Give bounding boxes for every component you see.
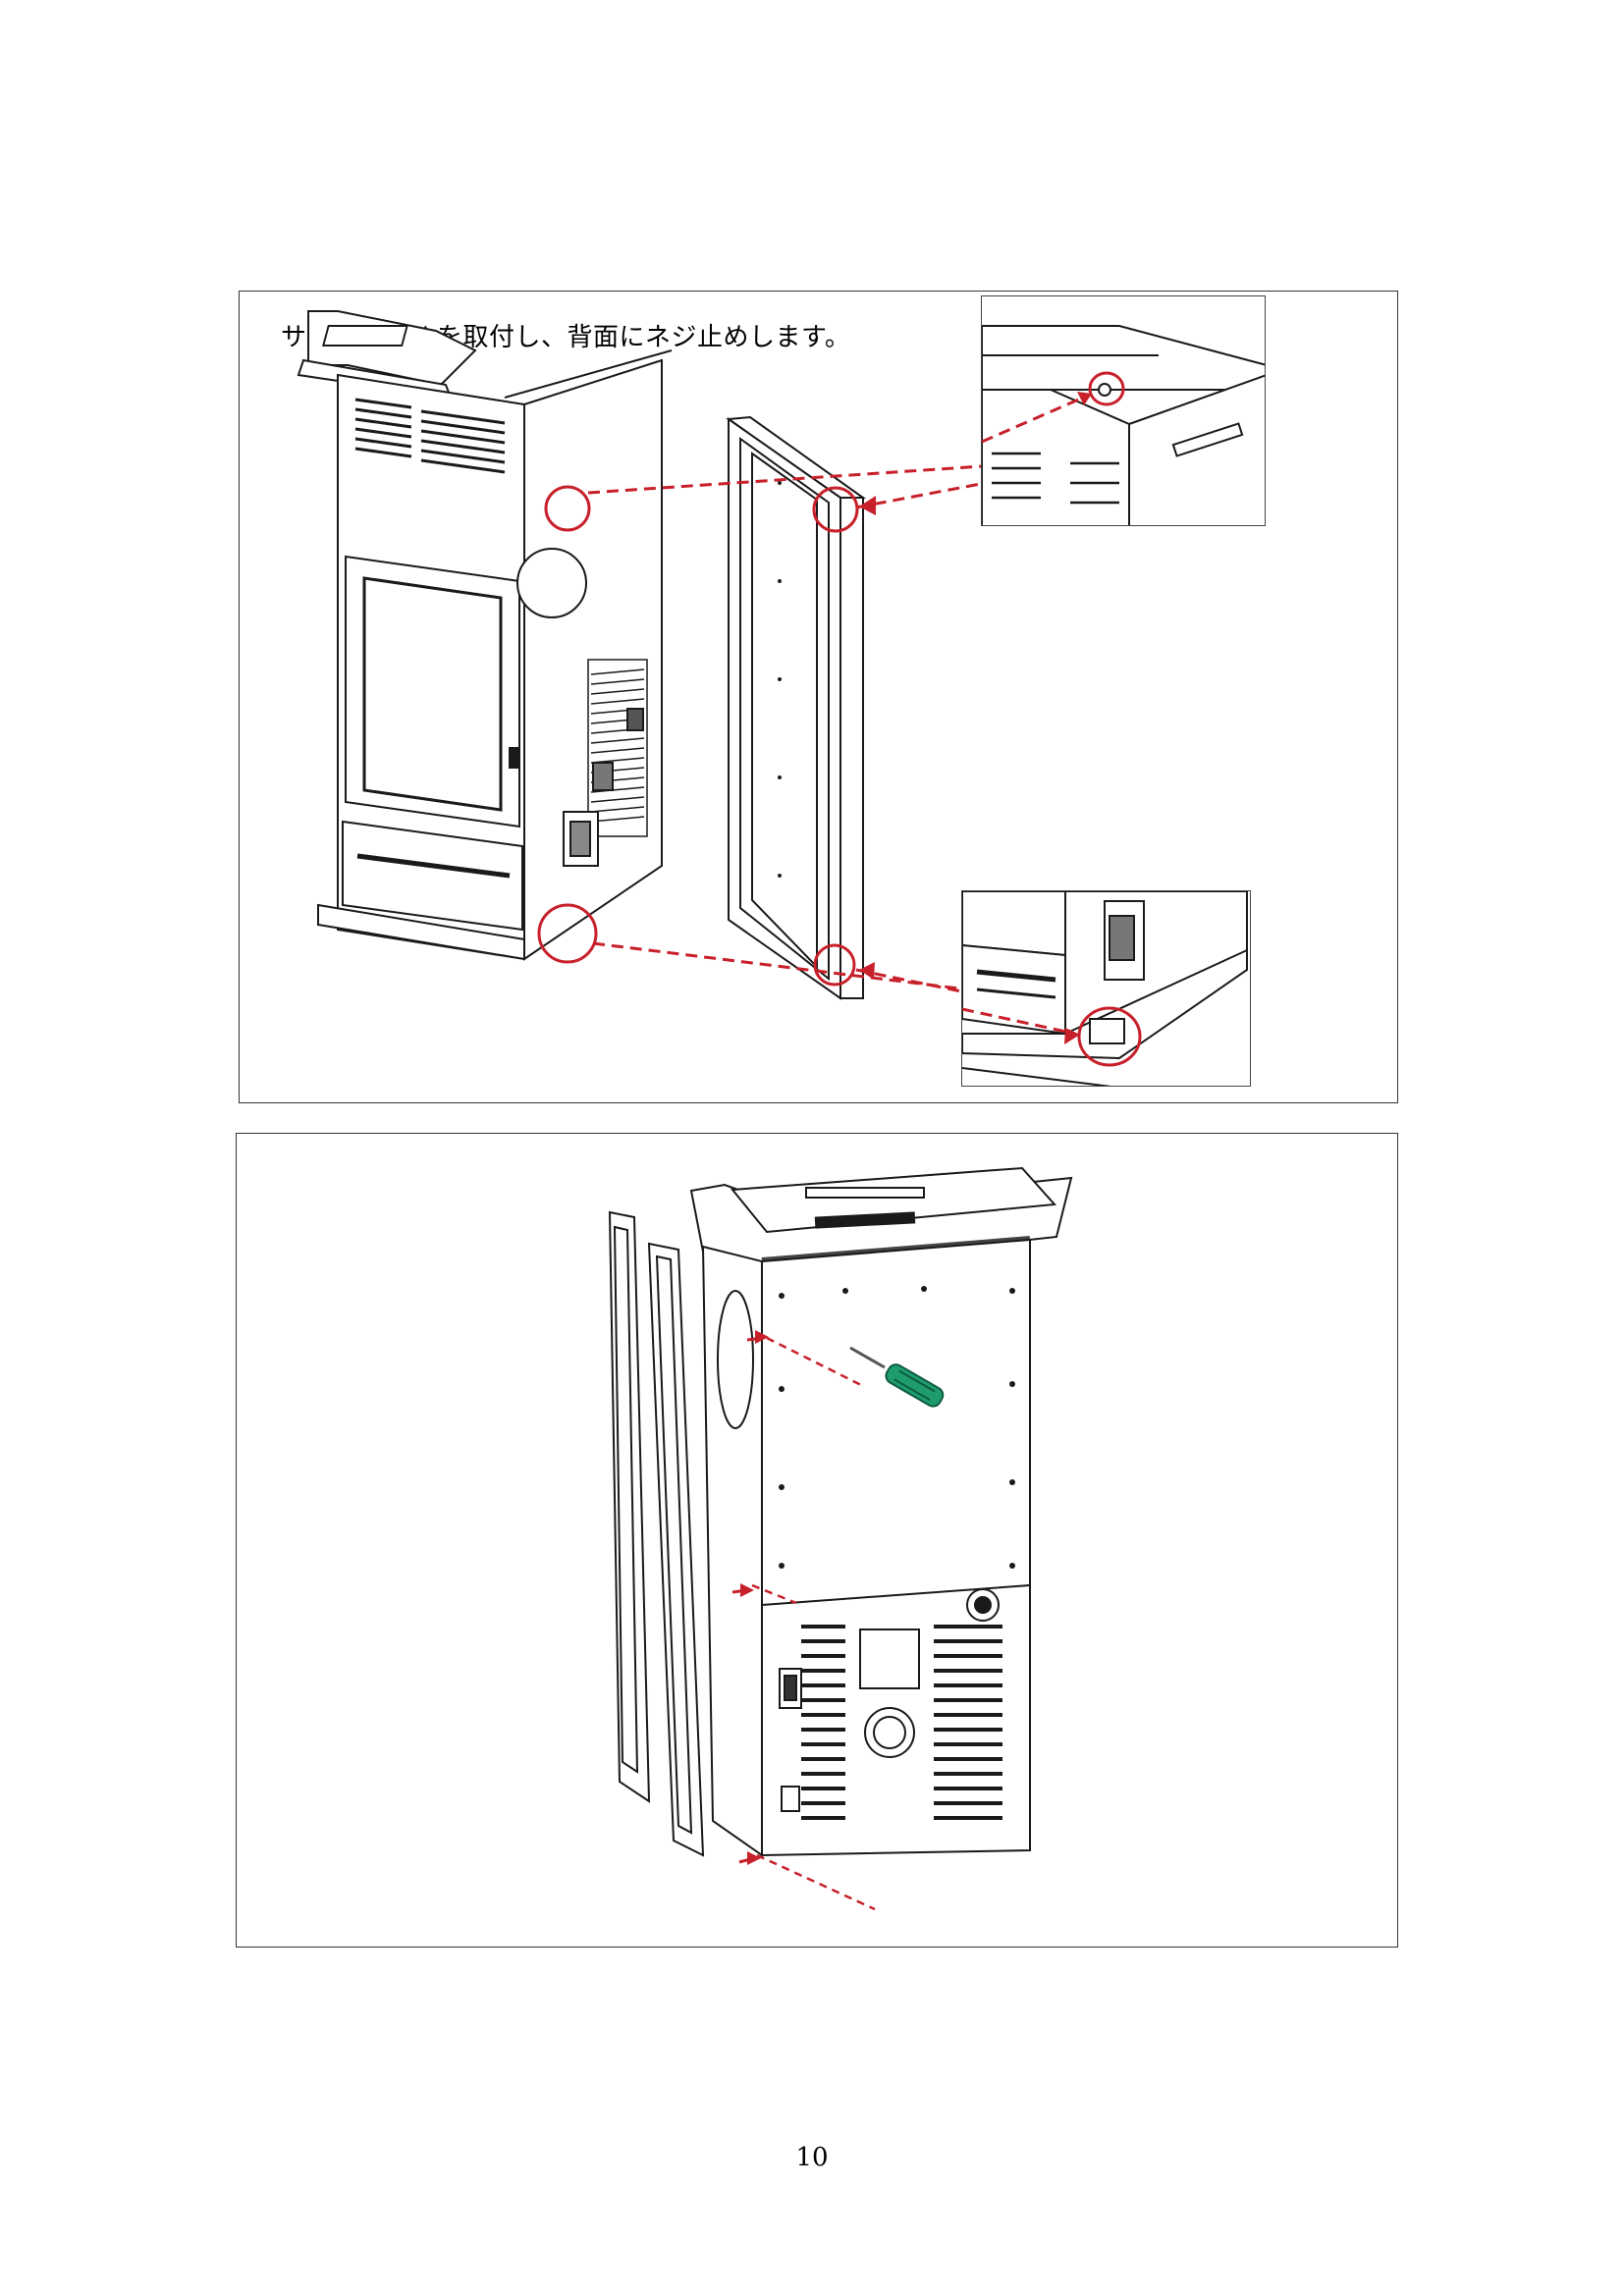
screwdriver-icon (849, 1346, 945, 1408)
stove-front-side-drawing (297, 310, 1189, 1038)
detail-inset-bottom (961, 890, 1251, 1087)
page-number: 10 (795, 2143, 829, 2172)
figure-1-side-panel-install: サイドパネルを取付し、背面にネジ止めします。 (239, 291, 1398, 1103)
stove-rear-drawing (608, 1166, 1073, 1911)
figure-2-rear-screw-fix (236, 1133, 1398, 1948)
detail-inset-top (981, 295, 1266, 526)
